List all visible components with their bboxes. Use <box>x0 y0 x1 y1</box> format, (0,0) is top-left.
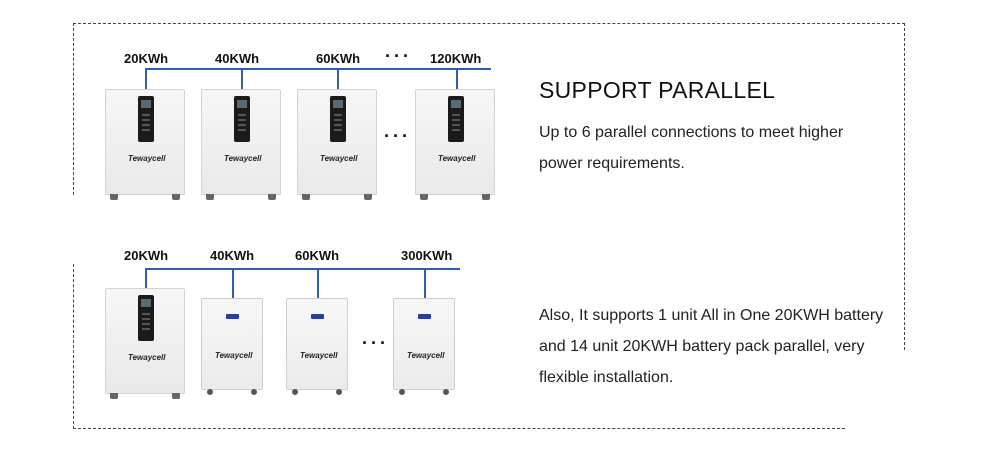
battery-indicator <box>418 314 431 319</box>
all-in-one-unit: Tewaycell <box>201 89 281 200</box>
frame-top-border <box>73 23 905 24</box>
top-label-3: 60KWh <box>316 51 361 66</box>
frame-right-border <box>904 23 905 350</box>
section-title: SUPPORT PARALLEL <box>539 77 776 103</box>
top-bus-tap <box>145 68 147 89</box>
description-parallel: Up to 6 parallel connections to meet hig… <box>539 124 844 172</box>
top-bus-tap <box>241 68 243 89</box>
bottom-label-1: 20KWh <box>124 248 169 263</box>
brand-logo: Tewaycell <box>407 351 445 360</box>
bottom-bus-tap <box>317 268 319 298</box>
top-bus-line <box>145 68 491 70</box>
control-panel <box>138 295 154 341</box>
control-panel <box>138 96 154 142</box>
battery-indicator <box>311 314 324 319</box>
frame-bottom-border <box>73 428 845 429</box>
control-panel <box>330 96 346 142</box>
control-panel <box>234 96 250 142</box>
battery-pack: Tewaycell <box>393 298 455 395</box>
frame-left-border-top <box>73 23 74 195</box>
description-flexible: Also, It supports 1 unit All in One 20KW… <box>539 307 884 386</box>
brand-logo: Tewaycell <box>224 154 262 163</box>
bottom-label-3: 60KWh <box>295 248 340 263</box>
control-panel <box>448 96 464 142</box>
brand-logo: Tewaycell <box>215 351 253 360</box>
bottom-bus-tap <box>145 268 147 288</box>
all-in-one-unit: Tewaycell <box>297 89 377 200</box>
all-in-one-unit: Tewaycell <box>415 89 495 200</box>
top-label-1: 20KWh <box>124 51 169 66</box>
battery-indicator <box>226 314 239 319</box>
brand-logo: Tewaycell <box>128 353 166 362</box>
top-bus-tap <box>456 68 458 89</box>
frame-left-border-bottom <box>73 264 74 429</box>
all-in-one-unit: Tewaycell <box>105 288 185 399</box>
bottom-bus-line <box>145 268 460 270</box>
top-bus-tap <box>337 68 339 89</box>
top-label-4: 120KWh <box>430 51 482 66</box>
top-unit-ellipsis: ··· <box>384 126 411 146</box>
brand-logo: Tewaycell <box>320 154 358 163</box>
brand-logo: Tewaycell <box>438 154 476 163</box>
brand-logo: Tewaycell <box>128 154 166 163</box>
top-label-ellipsis: ··· <box>385 46 412 66</box>
battery-pack: Tewaycell <box>201 298 263 395</box>
bottom-bus-tap <box>424 268 426 298</box>
bottom-label-2: 40KWh <box>210 248 255 263</box>
top-label-2: 40KWh <box>215 51 260 66</box>
bottom-unit-ellipsis: ··· <box>362 333 389 353</box>
all-in-one-unit: Tewaycell <box>105 89 185 200</box>
brand-logo: Tewaycell <box>300 351 338 360</box>
bottom-bus-tap <box>232 268 234 298</box>
battery-pack: Tewaycell <box>286 298 348 395</box>
bottom-label-4: 300KWh <box>401 248 453 263</box>
